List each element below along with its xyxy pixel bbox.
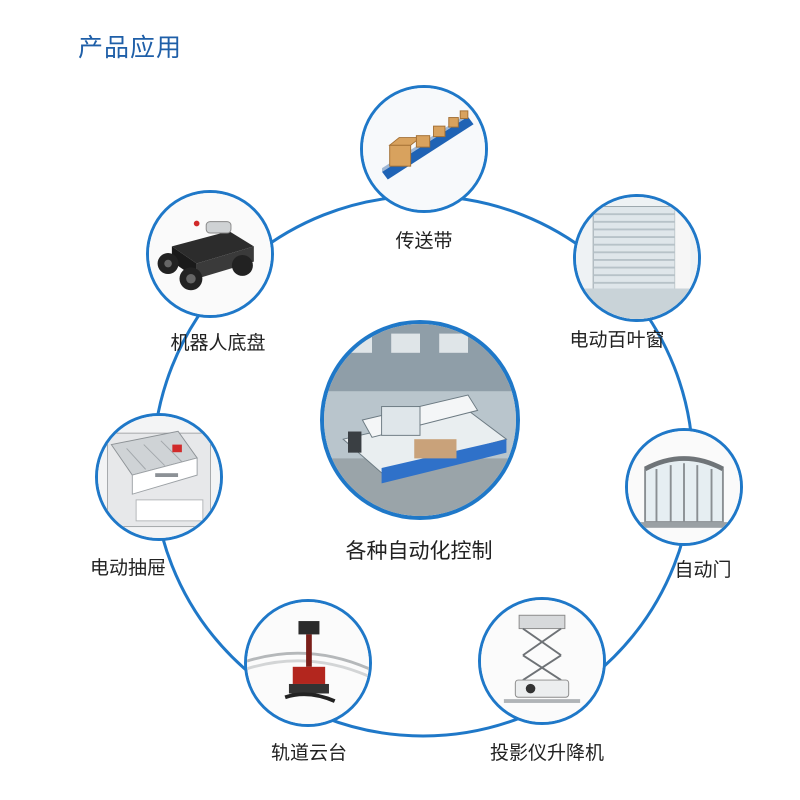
drawer-icon [98, 416, 220, 538]
robot-chassis-label: 机器人底盘 [170, 332, 266, 354]
revolving-door-icon [628, 431, 740, 543]
automation-control-label: 各种自动化控制 [345, 539, 493, 563]
camera-rail-node[interactable] [244, 599, 372, 727]
drawer-node[interactable] [95, 413, 223, 541]
conveyor-belt-icon [363, 88, 485, 210]
electric-blinds-label: 电动百叶窗 [569, 329, 665, 351]
electric-blinds-icon [576, 197, 698, 319]
robot-chassis-node[interactable] [146, 190, 274, 318]
automation-control-node[interactable] [320, 320, 520, 520]
projector-lift-node[interactable] [478, 597, 606, 725]
camera-rail-label: 轨道云台 [270, 742, 348, 764]
page-title: 产品应用 [78, 33, 183, 62]
revolving-door-node[interactable] [625, 428, 743, 546]
cnc-machine-icon [324, 324, 516, 516]
robot-chassis-icon [149, 193, 271, 315]
camera-rail-icon [247, 602, 369, 724]
projector-lift-icon [481, 600, 603, 722]
conveyor-belt-label: 传送带 [395, 230, 453, 252]
projector-lift-label: 投影仪升降机 [489, 742, 605, 764]
drawer-label: 电动抽屉 [89, 557, 167, 579]
revolving-door-label: 自动门 [674, 559, 732, 581]
electric-blinds-node[interactable] [573, 194, 701, 322]
conveyor-belt-node[interactable] [360, 85, 488, 213]
